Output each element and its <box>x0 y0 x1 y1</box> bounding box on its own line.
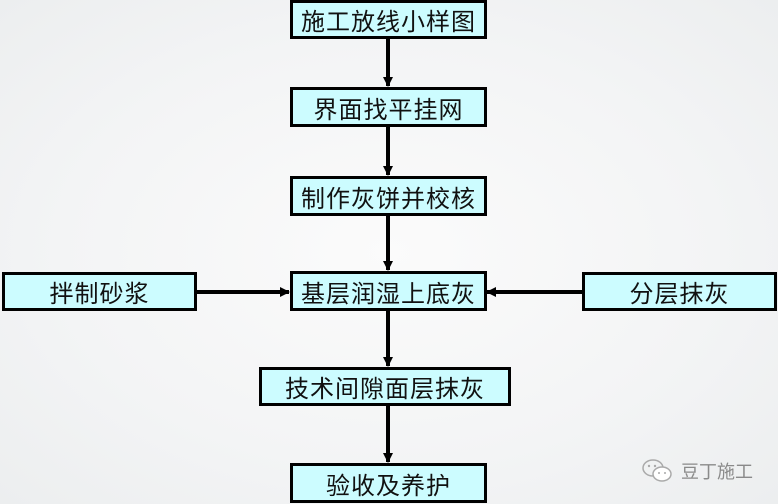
side-box-left: 拌制砂浆 <box>2 272 197 311</box>
side-box-right: 分层抹灰 <box>582 272 777 311</box>
step-box-6: 验收及养护 <box>290 463 487 503</box>
step-label: 技术间隙面层抹灰 <box>285 375 485 403</box>
step-label: 验收及养护 <box>326 471 451 500</box>
step-box-1: 施工放线小样图 <box>290 0 487 39</box>
step-label: 界面找平挂网 <box>313 95 464 124</box>
watermark-text: 豆丁施工 <box>681 462 753 483</box>
side-label: 分层抹灰 <box>629 280 730 308</box>
step-box-3: 制作灰饼并校核 <box>290 176 487 216</box>
step-box-2: 界面找平挂网 <box>290 87 487 127</box>
watermark: 豆丁施工 <box>641 458 753 484</box>
step-box-5: 技术间隙面层抹灰 <box>259 367 511 406</box>
wechat-icon <box>642 459 672 482</box>
step-label: 制作灰饼并校核 <box>301 184 476 213</box>
step-label: 施工放线小样图 <box>301 8 476 36</box>
step-label: 基层润湿上底灰 <box>301 279 476 308</box>
side-label: 拌制砂浆 <box>49 280 150 308</box>
step-box-4: 基层润湿上底灰 <box>290 271 487 311</box>
